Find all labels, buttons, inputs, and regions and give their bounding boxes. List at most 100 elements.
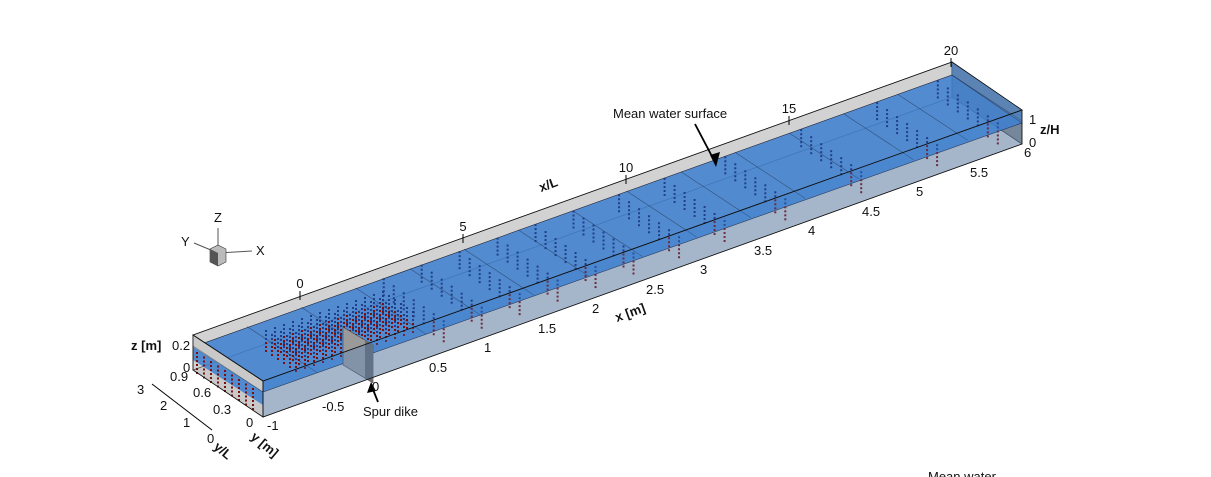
measurement-point (295, 336, 297, 338)
measurement-point (594, 282, 597, 285)
z-over-H-label: z/H (1040, 122, 1060, 137)
measurement-point (286, 339, 288, 341)
measurement-point (352, 311, 354, 313)
measurement-point (936, 156, 939, 159)
x-m-tick: 3 (700, 262, 707, 277)
measurement-point (277, 346, 279, 348)
measurement-point (618, 194, 621, 197)
measurement-point (325, 346, 327, 348)
measurement-point (876, 102, 879, 105)
measurement-point (638, 212, 641, 215)
measurement-point (289, 362, 291, 364)
measurement-point (349, 322, 351, 324)
measurement-point (322, 361, 324, 363)
measurement-point (379, 318, 381, 320)
measurement-point (289, 348, 291, 350)
measurement-point (352, 319, 354, 321)
measurement-point (271, 334, 273, 336)
measurement-point (349, 314, 351, 316)
measurement-point (602, 235, 605, 238)
measurement-point (310, 331, 312, 333)
measurement-point (546, 280, 549, 283)
measurement-point (382, 325, 384, 327)
measurement-point (319, 330, 321, 332)
measurement-point (322, 345, 324, 347)
measurement-point (373, 314, 375, 316)
measurement-point (301, 334, 303, 336)
measurement-point (358, 327, 360, 329)
measurement-point (292, 359, 294, 361)
grid-line (355, 287, 426, 335)
measurement-point (632, 252, 635, 255)
measurement-point (373, 294, 375, 296)
measurement-point (331, 324, 333, 326)
measurement-point (313, 344, 315, 346)
x-m-tick: 4 (808, 223, 815, 238)
measurement-point (322, 353, 324, 355)
measurement-point (340, 317, 342, 319)
measurement-point (546, 284, 549, 287)
measurement-point (403, 318, 405, 320)
measurement-point (442, 328, 445, 331)
measurement-point (673, 196, 676, 199)
measurement-point (307, 338, 309, 340)
measurement-point (906, 139, 909, 142)
measurement-point (440, 294, 443, 297)
measurement-point (310, 353, 312, 355)
measurement-point (678, 252, 681, 255)
measurement-point (373, 320, 375, 322)
measurement-point (304, 363, 306, 365)
measurement-point (658, 226, 661, 229)
measurement-point (340, 351, 342, 353)
measurement-point (373, 328, 375, 330)
measurement-point (322, 331, 324, 333)
measurement-point (388, 333, 390, 335)
measurement-point (316, 337, 318, 339)
measurement-point (534, 236, 537, 239)
measurement-point (316, 331, 318, 333)
measurement-point (544, 239, 547, 242)
measurement-point (210, 361, 212, 363)
measurement-point (946, 91, 949, 94)
measurement-point (252, 388, 254, 390)
measurement-point (283, 340, 285, 342)
measurement-point (224, 386, 226, 388)
measurement-point (886, 117, 889, 120)
measurement-point (516, 259, 519, 262)
measurement-point (361, 316, 363, 318)
measurement-point (358, 331, 360, 333)
measurement-point (331, 358, 333, 360)
measurement-point (376, 325, 378, 327)
measurement-point (322, 349, 324, 351)
measurement-point (432, 329, 435, 332)
measurement-point (518, 309, 521, 312)
measurement-point (245, 383, 247, 386)
measurement-point (245, 391, 247, 394)
measurement-point (508, 306, 511, 309)
measurement-point (564, 249, 567, 252)
measurement-point (346, 323, 348, 325)
measurement-point (340, 337, 342, 339)
measurement-point (400, 303, 402, 305)
measurement-point (286, 343, 288, 345)
measurement-point (480, 310, 483, 313)
measurement-point (295, 340, 297, 342)
measurement-point (319, 350, 321, 352)
measurement-point (289, 332, 291, 334)
measurement-point (331, 328, 333, 330)
measurement-point (196, 364, 198, 366)
measurement-point (556, 287, 559, 290)
measurement-point (774, 195, 777, 198)
measurement-point (744, 186, 747, 189)
measurement-point (203, 364, 205, 367)
measurement-point (385, 328, 387, 330)
measurement-point (936, 144, 939, 147)
measurement-point (886, 113, 889, 116)
measurement-point (397, 310, 399, 312)
measurement-point (397, 322, 399, 324)
water-left-face (193, 335, 263, 392)
measurement-point (355, 304, 357, 306)
x-m-tick: 5 (916, 184, 923, 199)
measurement-point (280, 351, 282, 353)
grid-line (626, 190, 697, 238)
